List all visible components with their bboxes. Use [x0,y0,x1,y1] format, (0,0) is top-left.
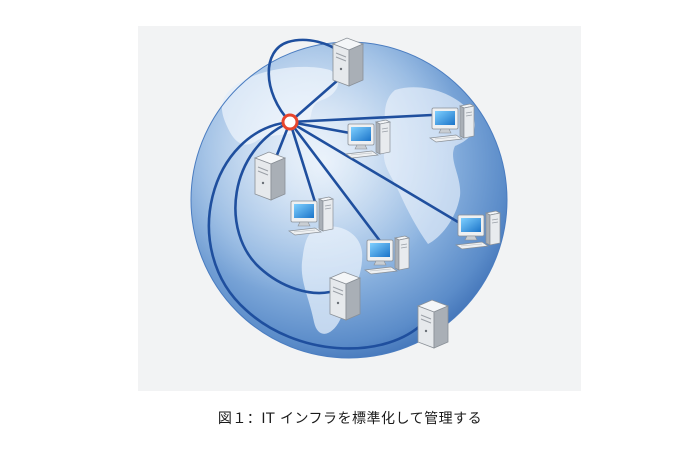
link-outer-arc [207,120,422,350]
link-workstation-4 [288,120,385,247]
link-workstation-3 [288,120,460,224]
link-top-server [267,38,342,124]
link-workstation-5 [288,120,317,204]
link-workstation-2 [288,120,352,135]
figure-caption: 図１：IT インフラを標準化して管理する [217,411,483,427]
network-links [207,38,460,350]
server-tower-icon [329,271,361,321]
server-tower-icon [254,151,286,201]
server-tower-icon [332,37,364,87]
link-workstation-1 [288,113,434,124]
server-tower-icon [417,299,449,349]
link-top-server-2 [288,78,340,124]
network-diagram [190,37,508,359]
hub-node-icon [281,113,299,131]
link-inner-arc [234,120,332,295]
